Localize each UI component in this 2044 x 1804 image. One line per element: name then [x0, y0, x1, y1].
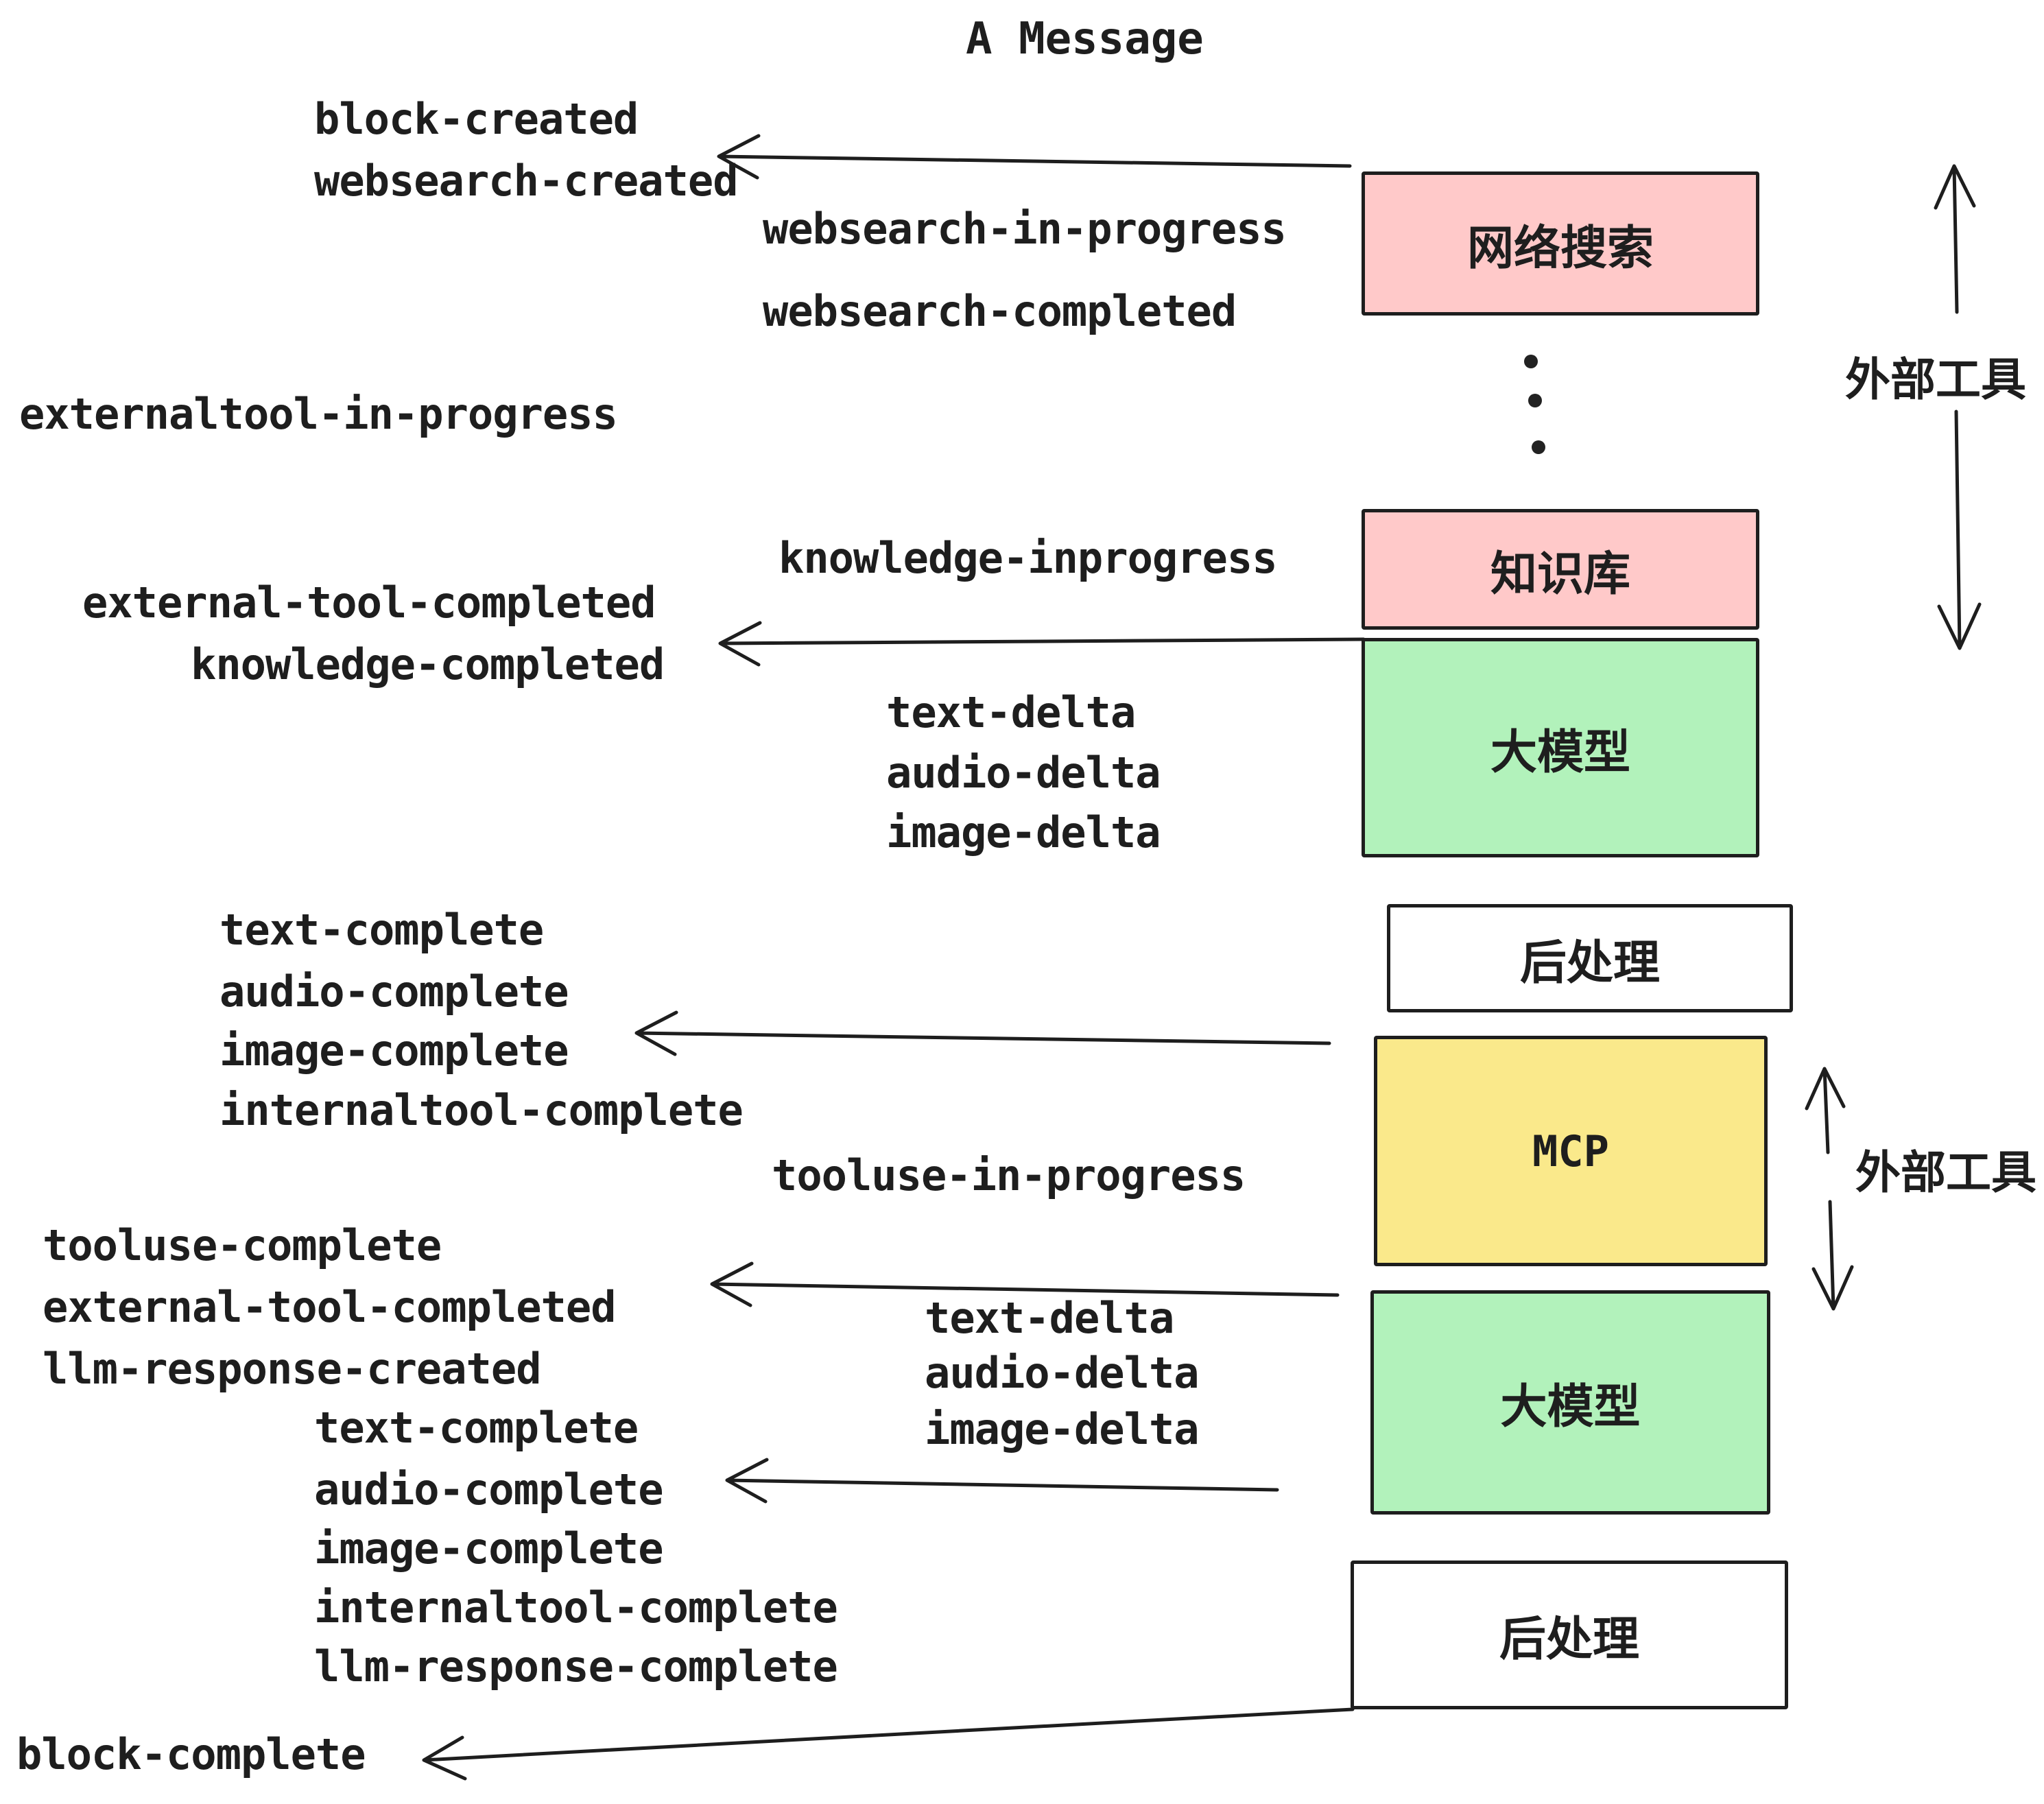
box-websearch: 网络搜索 — [1362, 171, 1759, 316]
label-tooluse-complete: tooluse-complete — [43, 1220, 442, 1270]
label-external-tool-completed: external-tool-completed — [82, 578, 656, 628]
label-external-tool-completed-2: external-tool-completed — [43, 1282, 617, 1332]
side-label-external-tools-top: 外部工具 — [1845, 353, 2026, 406]
ellipsis-dot-1 — [1524, 355, 1538, 368]
side-label-external-tools-bottom: 外部工具 — [1855, 1146, 2036, 1199]
label-websearch-completed: websearch-completed — [763, 286, 1237, 336]
arrow-llm2-to-audio-complete — [725, 1458, 1279, 1504]
arrow-postprocess-to-image-complete — [634, 1010, 1331, 1056]
label-websearch-created: websearch-created — [314, 156, 739, 206]
arrow-external-tools-top-up — [1934, 164, 1976, 314]
label-image-complete: image-complete — [219, 1025, 569, 1076]
label-block-created: block-created — [314, 94, 639, 144]
box-mcp: MCP — [1374, 1036, 1768, 1266]
box-postprocess-2: 后处理 — [1351, 1560, 1788, 1709]
arrow-websearch-to-created — [717, 134, 1352, 180]
arrow-knowledge-to-completed — [718, 621, 1366, 667]
box-knowledge: 知识库 — [1362, 509, 1759, 630]
label-audio-delta: audio-delta — [886, 748, 1161, 798]
arrow-external-tools-top-down — [1937, 410, 1982, 650]
label-internaltool-complete-2: internaltool-complete — [314, 1582, 838, 1633]
arrow-external-tools-bottom-up — [1805, 1067, 1846, 1154]
ellipsis-dot-2 — [1528, 394, 1542, 407]
arrow-postprocess2-to-block-complete — [422, 1707, 1355, 1781]
box-postprocess: 后处理 — [1387, 904, 1793, 1012]
label-llm-response-created: llm-response-created — [43, 1344, 542, 1394]
label-audio-complete: audio-complete — [219, 966, 569, 1017]
label-text-delta: text-delta — [886, 687, 1136, 737]
arrow-external-tools-bottom-down — [1811, 1200, 1854, 1311]
label-text-complete: text-complete — [219, 905, 544, 955]
box-llm: 大模型 — [1362, 638, 1759, 857]
label-block-complete: block-complete — [16, 1729, 366, 1779]
label-image-delta: image-delta — [886, 807, 1161, 857]
box-llm-2: 大模型 — [1370, 1290, 1770, 1515]
label-audio-delta-2: audio-delta — [925, 1348, 1200, 1398]
diagram-title: A Message — [966, 14, 1204, 64]
label-image-complete-2: image-complete — [314, 1523, 664, 1574]
label-audio-complete-2: audio-complete — [314, 1464, 664, 1515]
label-image-delta-2: image-delta — [925, 1404, 1200, 1454]
ellipsis-dot-3 — [1532, 440, 1545, 454]
label-llm-response-complete: llm-response-complete — [314, 1641, 838, 1692]
label-knowledge-completed: knowledge-completed — [191, 639, 665, 689]
label-text-delta-2: text-delta — [925, 1293, 1174, 1343]
label-internaltool-complete: internaltool-complete — [219, 1085, 744, 1135]
label-tooluse-in-progress: tooluse-in-progress — [772, 1150, 1246, 1200]
label-knowledge-inprogress: knowledge-inprogress — [779, 533, 1278, 583]
label-text-complete-2: text-complete — [314, 1403, 639, 1453]
label-websearch-in-progress: websearch-in-progress — [763, 204, 1287, 254]
label-externaltool-in-progress: externaltool-in-progress — [19, 389, 618, 439]
